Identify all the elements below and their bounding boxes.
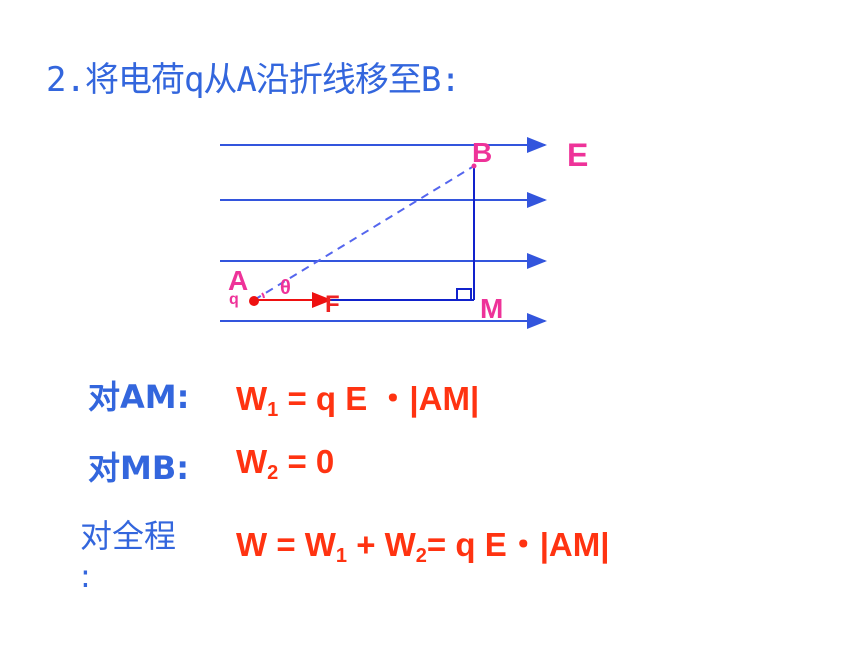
row-total-label-line2: :	[80, 557, 91, 595]
right-angle-marker	[456, 288, 472, 301]
w-total-p2: + W	[347, 526, 416, 563]
label-theta: θ	[280, 277, 291, 299]
w-total-s1: 1	[335, 545, 348, 567]
w2-symbol: W	[236, 443, 268, 480]
label-b: B	[472, 137, 492, 168]
row-mb-formula: W2 = 0	[236, 443, 334, 485]
row-total-label: 对全程 :	[80, 514, 176, 598]
label-q: q	[229, 291, 239, 308]
w-total-s2: 2	[415, 545, 427, 567]
row-am-formula: W1 = q E ・|AM|	[236, 372, 479, 422]
w1-subscript: 1	[267, 399, 279, 421]
row-am-label: 对AM:	[88, 378, 190, 416]
label-a: A	[228, 265, 248, 296]
label-f: F	[325, 291, 340, 318]
path-ab-dashed	[253, 165, 475, 301]
charge-dot	[249, 296, 259, 306]
w-total-p3: = q E・|AM|	[426, 526, 610, 563]
label-m: M	[480, 293, 503, 324]
point-b-dot	[471, 163, 477, 169]
w2-subscript: 2	[267, 462, 279, 484]
row-total-label-line1: 对全程	[80, 517, 177, 555]
label-e: E	[567, 137, 588, 173]
w2-rhs: = 0	[278, 443, 335, 480]
w1-rhs: = q E ・|AM|	[278, 380, 480, 417]
w1-symbol: W	[236, 380, 268, 417]
row-mb-label: 对MB:	[88, 449, 190, 487]
w-total-p1: W = W	[236, 526, 336, 563]
row-total-formula: W = W1 + W2= q E・|AM|	[236, 518, 610, 568]
angle-arc	[261, 292, 265, 299]
electric-field-diagram: B E A θ q F M	[220, 137, 588, 329]
slide-title: 2.将电荷q从A沿折线移至B:	[46, 60, 461, 100]
